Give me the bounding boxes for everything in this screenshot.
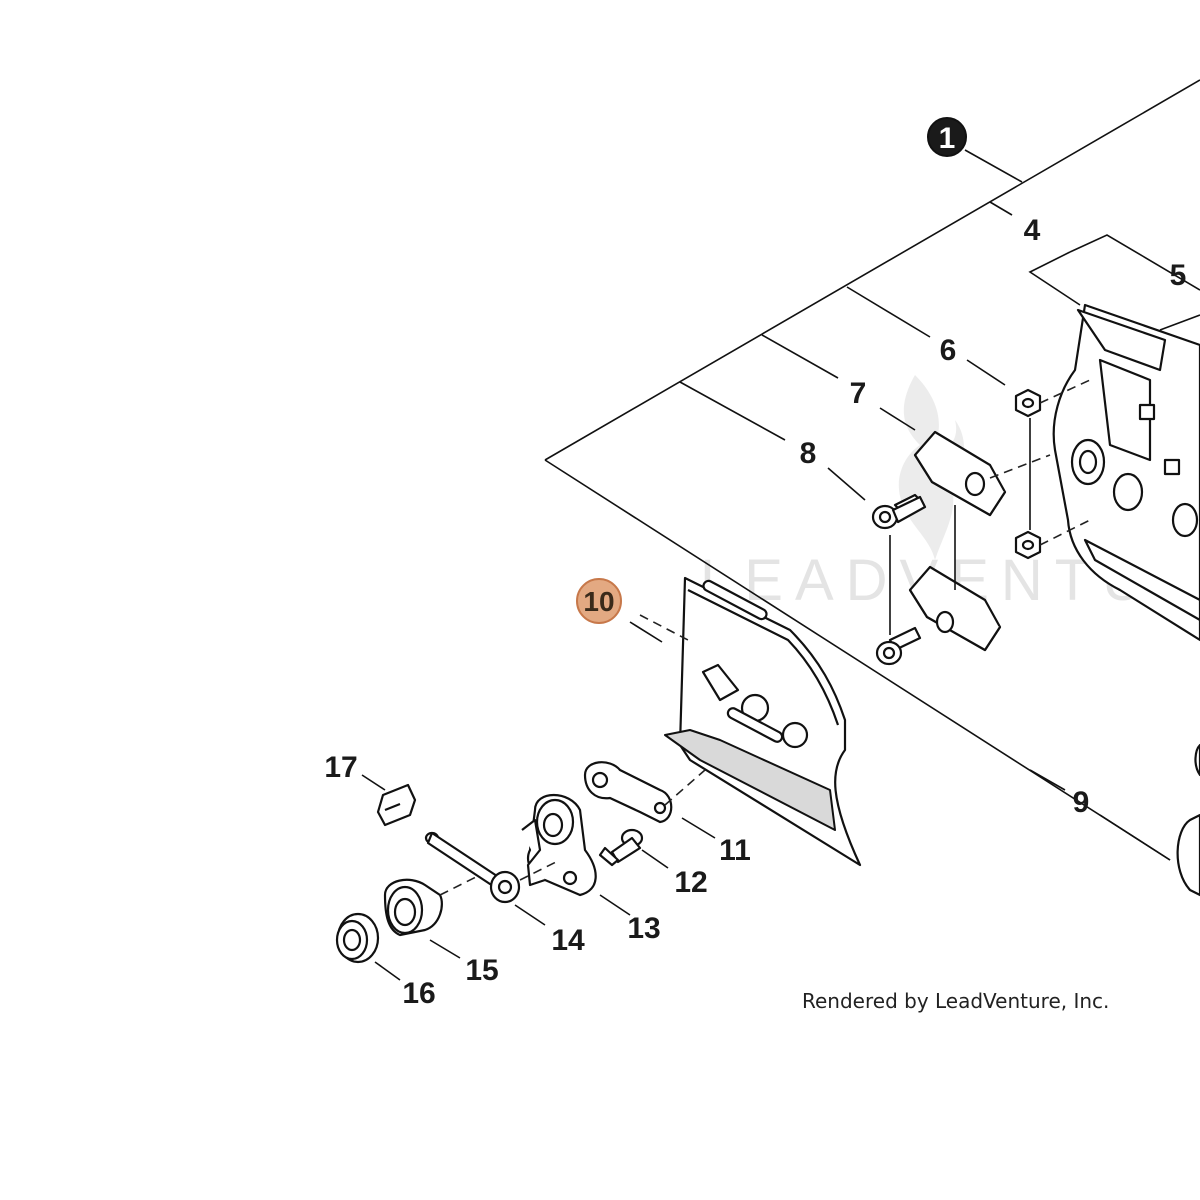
part-14-adjusting-screw	[424, 831, 561, 926]
callout-11[interactable]: 11	[719, 834, 751, 867]
callout-15[interactable]: 15	[465, 954, 498, 987]
credit-text: Rendered by LeadVenture, Inc.	[802, 989, 1109, 1013]
callout-7[interactable]: 7	[850, 377, 867, 410]
callout-1-label: 1	[939, 122, 956, 155]
callout-10-highlighted[interactable]: 10	[576, 578, 622, 624]
assembly-bracket	[544, 79, 1200, 861]
callout-14[interactable]: 14	[551, 924, 585, 957]
callout-17[interactable]: 17	[324, 751, 357, 784]
callout-12[interactable]: 12	[674, 866, 707, 899]
callout-4[interactable]: 4	[1024, 214, 1041, 247]
part-11-tensioner-link	[583, 761, 716, 839]
callout-8[interactable]: 8	[800, 437, 817, 470]
callout-9[interactable]: 9	[1073, 786, 1090, 819]
part-7-bumper-blocks	[908, 430, 1051, 652]
chain-cover-assembly	[1052, 303, 1200, 897]
part-13-tensioner	[521, 794, 631, 916]
part-10-guide-plate	[629, 576, 862, 867]
part-6-nuts	[1014, 379, 1091, 560]
callout-5[interactable]: 5	[1170, 259, 1187, 292]
callout-6[interactable]: 6	[940, 334, 957, 367]
callout-10-label: 10	[583, 586, 614, 617]
callout-13[interactable]: 13	[627, 912, 660, 945]
part-12-screw	[598, 828, 669, 869]
callout-1[interactable]: 1	[927, 117, 967, 157]
part-8-screws	[871, 493, 927, 666]
callout-16[interactable]: 16	[402, 977, 435, 1010]
part-15-bushing	[383, 874, 481, 959]
part-16-nut	[335, 912, 401, 981]
callout-10-highlight-circle	[576, 578, 622, 624]
part-17-clip	[361, 774, 417, 827]
